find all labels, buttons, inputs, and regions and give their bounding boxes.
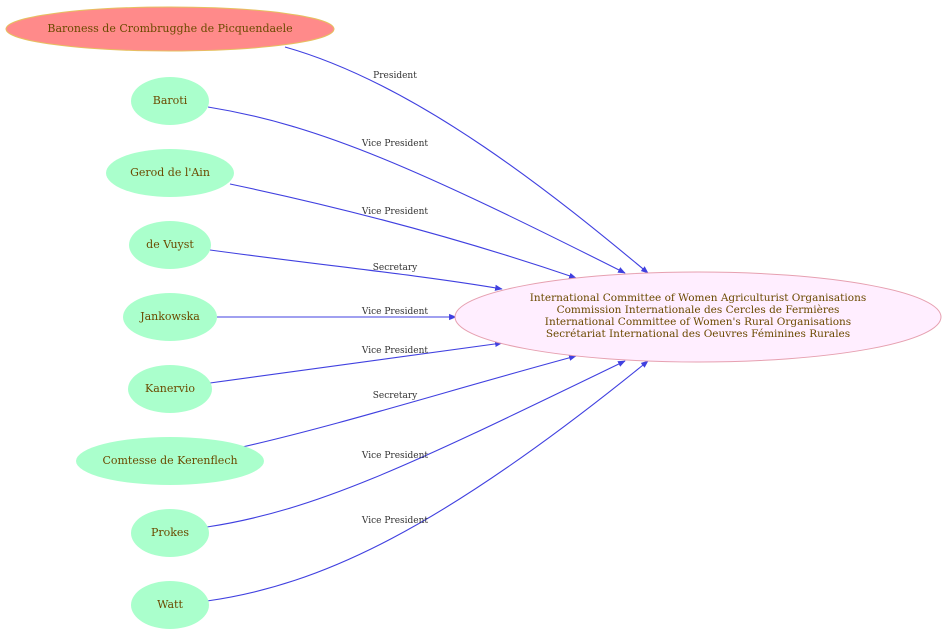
- org-label-line-3: International Committee of Women's Rural…: [545, 316, 851, 328]
- node-shape: [5, 6, 335, 52]
- node-label: Prokes: [151, 526, 189, 539]
- org-label-line-1: International Committee of Women Agricul…: [530, 292, 866, 304]
- node-label: Baroness de Crombrugghe de Picquendaele: [47, 22, 292, 35]
- node-label: Gerod de l'Ain: [130, 166, 210, 179]
- node-shape: [123, 293, 217, 341]
- node-shape: [129, 221, 211, 269]
- edge-line: [209, 340, 503, 384]
- edge-prokes[interactable]: Vice President: [206, 360, 626, 528]
- node-label: Jankowska: [139, 310, 200, 323]
- edge-de-vuyst[interactable]: Secretary: [209, 249, 503, 291]
- edge-kerenflech[interactable]: Secretary: [237, 354, 577, 449]
- node-gerod[interactable]: Gerod de l'Ain: [106, 149, 234, 197]
- node-label: Kanervio: [145, 382, 195, 395]
- org-label-line-2: Commission Internationale des Cercles de…: [557, 304, 840, 316]
- edge-line: [284, 46, 649, 274]
- edge-line: [229, 183, 577, 279]
- node-jankowska[interactable]: Jankowska: [123, 293, 217, 341]
- node-label: Watt: [157, 598, 183, 611]
- node-shape: [131, 509, 209, 557]
- edge-jankowska[interactable]: Vice President: [217, 307, 457, 321]
- node-president[interactable]: Baroness de Crombrugghe de Picquendaele: [5, 6, 335, 52]
- node-baroti[interactable]: Baroti: [131, 77, 209, 125]
- node-organisation[interactable]: International Committee of Women Agricul…: [454, 271, 942, 363]
- edge-baroti[interactable]: Vice President: [207, 106, 626, 274]
- edge-gerod[interactable]: Vice President: [229, 183, 577, 279]
- node-label: de Vuyst: [146, 238, 194, 251]
- node-label: Comtesse de Kerenflech: [102, 454, 237, 467]
- edge-label: Vice President: [361, 451, 429, 461]
- edge-line: [206, 360, 626, 528]
- org-label-line-4: Secrétariat International des Oeuvres Fé…: [546, 328, 850, 340]
- edge-watt[interactable]: Vice President: [206, 360, 649, 602]
- edge-label: Vice President: [361, 207, 429, 217]
- edge-line: [209, 249, 503, 291]
- edges: President Vice President Vice President …: [206, 46, 649, 602]
- edge-label: Vice President: [361, 139, 429, 149]
- node-prokes[interactable]: Prokes: [131, 509, 209, 557]
- edge-label: Vice President: [361, 307, 429, 317]
- edge-line: [206, 360, 649, 602]
- node-kanervio[interactable]: Kanervio: [128, 365, 212, 413]
- edge-president[interactable]: President: [284, 46, 649, 274]
- node-shape: [454, 271, 942, 363]
- edge-label: Vice President: [361, 346, 429, 356]
- node-shape: [131, 581, 209, 629]
- node-shape: [76, 437, 264, 485]
- person-nodes: Baroness de Crombrugghe de Picquendaele …: [5, 6, 335, 629]
- edge-line: [237, 354, 577, 449]
- edge-label: President: [373, 71, 417, 81]
- node-kerenflech[interactable]: Comtesse de Kerenflech: [76, 437, 264, 485]
- edge-label: Vice President: [361, 516, 429, 526]
- edge-label: Secretary: [373, 391, 418, 401]
- node-label: Baroti: [153, 94, 188, 107]
- edge-line: [207, 106, 626, 274]
- node-shape: [131, 77, 209, 125]
- node-de-vuyst[interactable]: de Vuyst: [129, 221, 211, 269]
- edge-kanervio[interactable]: Vice President: [209, 340, 503, 384]
- node-watt[interactable]: Watt: [131, 581, 209, 629]
- edge-label: Secretary: [373, 263, 418, 273]
- node-shape: [128, 365, 212, 413]
- node-shape: [106, 149, 234, 197]
